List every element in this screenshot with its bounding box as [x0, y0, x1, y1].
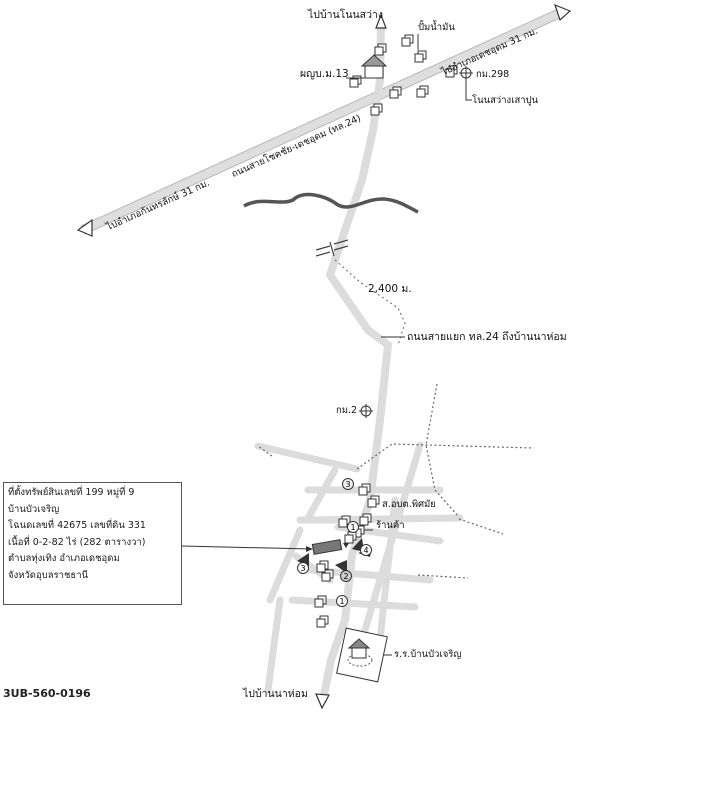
- label-gas-station: ปั้มน้ำมัน: [418, 22, 455, 33]
- property-deed: โฉนดเลขที่ 42675 เลขที่ดิน 331: [8, 520, 146, 531]
- river: [243, 192, 419, 214]
- marker-label: 1: [350, 523, 355, 532]
- numbered-markers: 3 1 4 3 2 1: [297, 478, 372, 607]
- north-south-road: [315, 13, 392, 710]
- house-icon: [358, 483, 371, 496]
- marker-label: 4: [363, 546, 368, 555]
- house-icon: [401, 34, 414, 47]
- km298-marker-icon: [459, 66, 473, 80]
- non-sawang-leader: [465, 80, 472, 101]
- house-icon: [414, 50, 427, 63]
- highway-west-arrow: [76, 218, 93, 237]
- property-address: ที่ตั้งทรัพย์สินเลขที่ 199 หมู่ที่ 9: [8, 487, 135, 498]
- property-leader-arrow: [306, 546, 313, 552]
- marker-label: 3: [345, 480, 350, 489]
- label-sub-district-office: ส.อบต.พิศมัย: [382, 499, 436, 510]
- house-icon: [349, 75, 362, 88]
- house-icon: [314, 595, 327, 608]
- north-arrow: [375, 13, 387, 29]
- south-arrow: [315, 693, 330, 710]
- marker-triangle-icon: [297, 553, 309, 566]
- house-icon: [374, 43, 387, 56]
- property-area: เนื้อที่ 0-2-82 ไร่ (282 ตารางวา): [8, 536, 146, 548]
- label-village-head: ผญบ.ม.13: [300, 68, 349, 80]
- main-highway: [76, 3, 572, 237]
- label-school: ร.ร.บ้านบัวเจริญ: [394, 649, 462, 660]
- marker-label: 1: [339, 597, 344, 606]
- house-icon: [338, 515, 351, 528]
- village-head-house-icon: [360, 54, 388, 79]
- house-icon: [445, 65, 458, 78]
- house-icon: [367, 495, 380, 508]
- property-district: ตำบลทุ่งเทิง อำเภอเดชอุดม: [8, 553, 120, 564]
- house-icon: [316, 615, 329, 628]
- label-km2: กม.2: [336, 405, 358, 416]
- marker-label: 2: [343, 572, 348, 581]
- label-to-na-hom: ไปบ้านนาห่อม: [243, 688, 308, 700]
- bridge-symbol: [315, 239, 349, 257]
- house-icon: [316, 560, 329, 573]
- label-non-sawang-sao-pun: โนนสว่างเสาปูน: [472, 95, 539, 106]
- label-branch-road: ถนนสายแยก ทล.24 ถึงบ้านนาห่อม: [407, 331, 567, 343]
- document-code: 3UB-560-0196: [3, 687, 91, 700]
- house-icon: [359, 513, 372, 526]
- school-icon: [336, 627, 388, 683]
- marker-label: 3: [300, 564, 305, 573]
- label-shop: ร้านค้า: [376, 520, 405, 531]
- road-direction-arrow: [343, 543, 349, 548]
- house-icon: [416, 85, 429, 98]
- marker-triangle-icon: [335, 560, 347, 573]
- property-plot: [311, 539, 343, 555]
- village-roads: [254, 441, 464, 694]
- house-icon: [389, 86, 402, 99]
- dotted-tracks: [257, 383, 534, 579]
- km2-marker-icon: [359, 404, 373, 418]
- highway-east-arrow: [554, 3, 572, 22]
- property-province: จังหวัดอุบลราชธานี: [8, 569, 89, 581]
- house-icon: [370, 103, 383, 116]
- label-km298: กม.298: [476, 69, 510, 80]
- houses: [314, 34, 458, 628]
- house-icon: [321, 569, 334, 582]
- label-to-non-sawang: ไปบ้านโนนสว่าง: [308, 9, 384, 21]
- property-leader: [181, 545, 312, 550]
- label-distance: 2,400 ม.: [368, 283, 412, 295]
- property-village: บ้านบัวเจริญ: [8, 503, 60, 515]
- property-info-box: ที่ตั้งทรัพย์สินเลขที่ 199 หมู่ที่ 9 บ้า…: [3, 482, 182, 605]
